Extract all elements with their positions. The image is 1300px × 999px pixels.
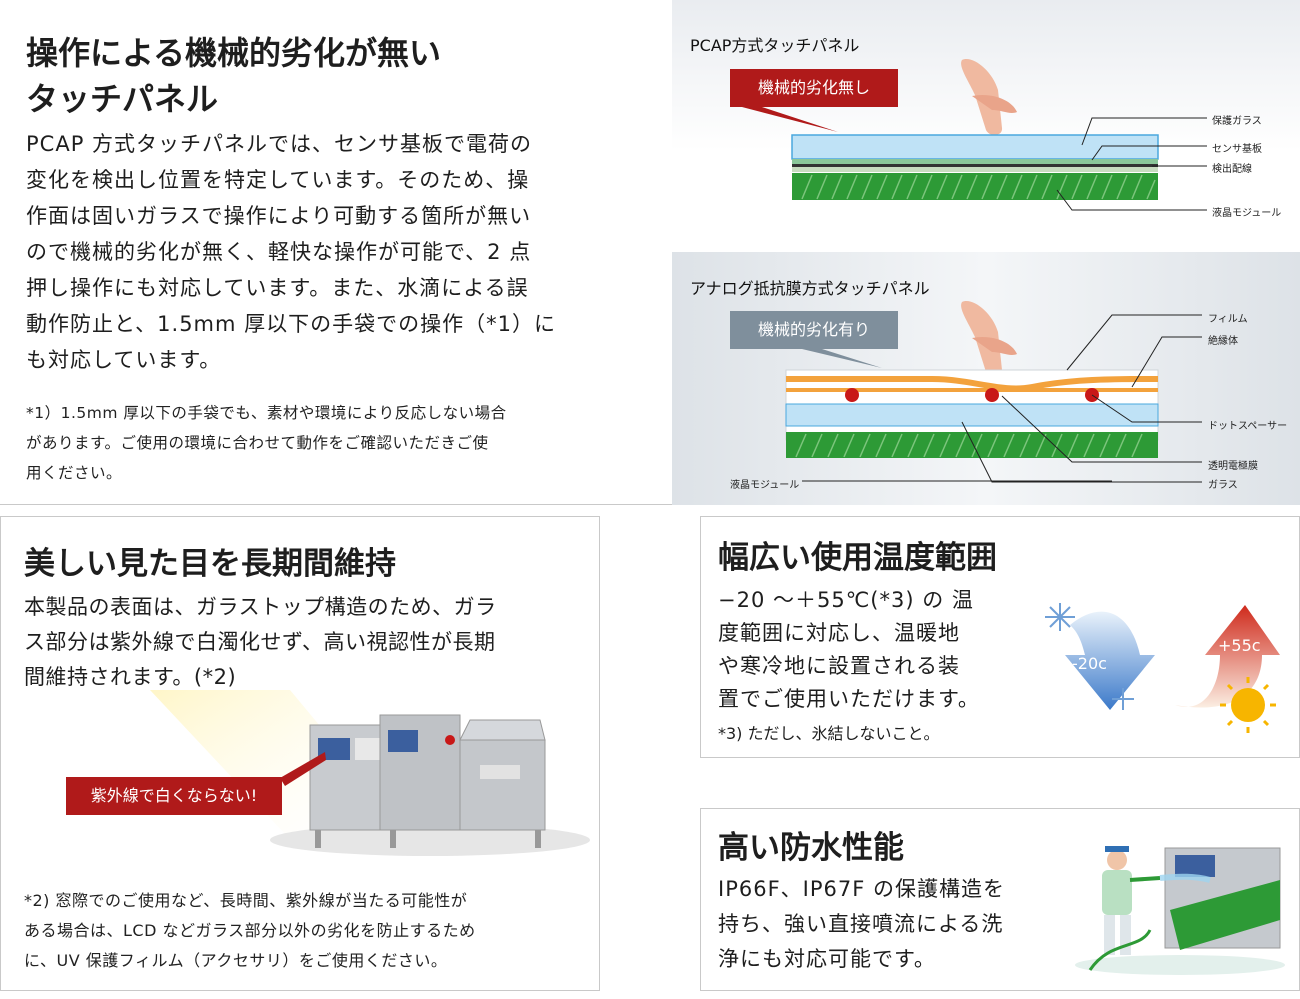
finger-icon [961,59,1017,136]
section2-note-line: ある場合は、LCD などガラス部分以外の劣化を防止するため [24,921,476,940]
analog-label: ドットスペーサー [1208,421,1288,432]
pcap-label: 液晶モジュール [1212,208,1282,219]
analog-label: ガラス [1208,480,1238,491]
analog-label: 絶縁体 [1208,336,1238,347]
section1-body-line: 動作防止と、1.5mm 厚以下の手袋での操作（*1）に [26,312,557,336]
section3-note: *3) ただし、氷結しないこと。 [718,724,940,743]
analog-layers [785,301,1202,483]
section4-body: IP66F、IP67F の保護構造を 持ち、強い直接噴流による洗 浄にも対応可能… [718,872,1005,977]
hot-arrow-icon [1175,605,1280,708]
pcap-label: 検出配線 [1212,164,1252,175]
analog-tag: 機械的劣化有り [730,311,898,349]
cold-arrow-icon [1065,611,1155,710]
hot-label: +55c [1218,636,1261,655]
section1-title-line2: タッチパネル [26,80,219,118]
section3-body-line: −20 〜＋55℃(*3) の 温 [718,588,974,612]
section4-body-line: IP66F、IP67F の保護構造を [718,877,1005,901]
section4-body-line: 浄にも対応可能です。 [718,947,936,971]
analog-caption: アナログ抵抗膜方式タッチパネル [690,279,930,298]
analog-label: フィルム [1208,314,1248,325]
section4-body-line: 持ち、強い直接噴流による洗 [718,912,1004,936]
section4-title: 高い防水性能 [718,830,904,866]
section2-body-line: ス部分は紫外線で白濁化せず、高い視認性が長期 [24,630,496,654]
snowflake-icon [1045,603,1134,710]
section-temperature [700,516,1300,758]
pcap-label: 保護ガラス [1212,116,1262,127]
pcap-tag: 機械的劣化無し [730,69,898,107]
finger-icon [961,301,1017,378]
section3-title: 幅広い使用温度範囲 [718,540,997,576]
worker-icon [1102,846,1161,955]
section1-note: *1）1.5mm 厚以下の手袋でも、素材や環境により反応しない場合 があります。… [26,398,507,488]
section2-note: *2) 窓際でのご使用など、長時間、紫外線が当たる可能性が ある場合は、LCD … [24,886,476,976]
section2-body: 本製品の表面は、ガラストップ構造のため、ガラ ス部分は紫外線で白濁化せず、高い視… [24,590,497,695]
section1-title-line1: 操作による機械的劣化が無い [26,34,442,72]
cold-label: -20c [1072,654,1107,673]
section3-body-line: 度範囲に対応し、温暖地 [718,621,960,645]
section1-body-line: ので機械的劣化が無く、軽快な操作が可能で、2 点 [26,240,532,264]
machine-icon [1164,847,1281,950]
section2-note-line: に、UV 保護フィルム（アクセサリ）をご使用ください。 [24,951,448,970]
section3-body-line: 置でご使用いただけます。 [718,687,980,711]
sun-icon [1220,677,1276,733]
analog-label: 液晶モジュール [730,480,800,491]
section1-note-line: *1）1.5mm 厚以下の手袋でも、素材や環境により反応しない場合 [26,404,507,422]
section1-body-line: PCAP 方式タッチパネルでは、センサ基板で電荷の [26,132,533,156]
section2-title: 美しい見た目を長期間維持 [24,546,396,582]
section1-body-line: 作面は固いガラスで操作により可動する箇所が無い [26,204,532,228]
washing-illustration [1075,846,1285,975]
section3-body: −20 〜＋55℃(*3) の 温 度範囲に対応し、温暖地 や寒冷地に設置される… [718,584,980,716]
section2-tag: 紫外線で白くならない! [66,777,282,815]
machine-icon [379,714,546,848]
pcap-caption: PCAP方式タッチパネル [690,36,860,55]
section2-body-line: 本製品の表面は、ガラストップ構造のため、ガラ [24,595,497,619]
temperature-icons: -20c +55c [1045,603,1280,733]
section1-body-line: 押し操作にも対応しています。また、水滴による誤 [26,276,529,300]
section1-note-line: があります。ご使用の環境に合わせて動作をご確認いただきご使 [26,434,489,452]
section2-body-line: 間維持されます。(*2) [24,665,237,689]
section1-note-line: 用ください。 [26,464,123,482]
pcap-label: センサ基板 [1212,144,1262,155]
analog-label: 透明電極膜 [1208,461,1258,472]
section1-body-line: も対応しています。 [26,348,222,372]
section-touch-panel [0,0,676,505]
section1-body-line: 変化を検出し位置を特定しています。そのため、操 [26,168,530,192]
machines-illustration [150,690,590,856]
section1-body: PCAP 方式タッチパネルでは、センサ基板で電荷の 変化を検出し位置を特定してい… [26,126,556,378]
section3-body-line: や寒冷地に設置される装 [718,654,960,678]
section2-note-line: *2) 窓際でのご使用など、長時間、紫外線が当たる可能性が [24,891,468,910]
pcap-layers [742,59,1207,211]
